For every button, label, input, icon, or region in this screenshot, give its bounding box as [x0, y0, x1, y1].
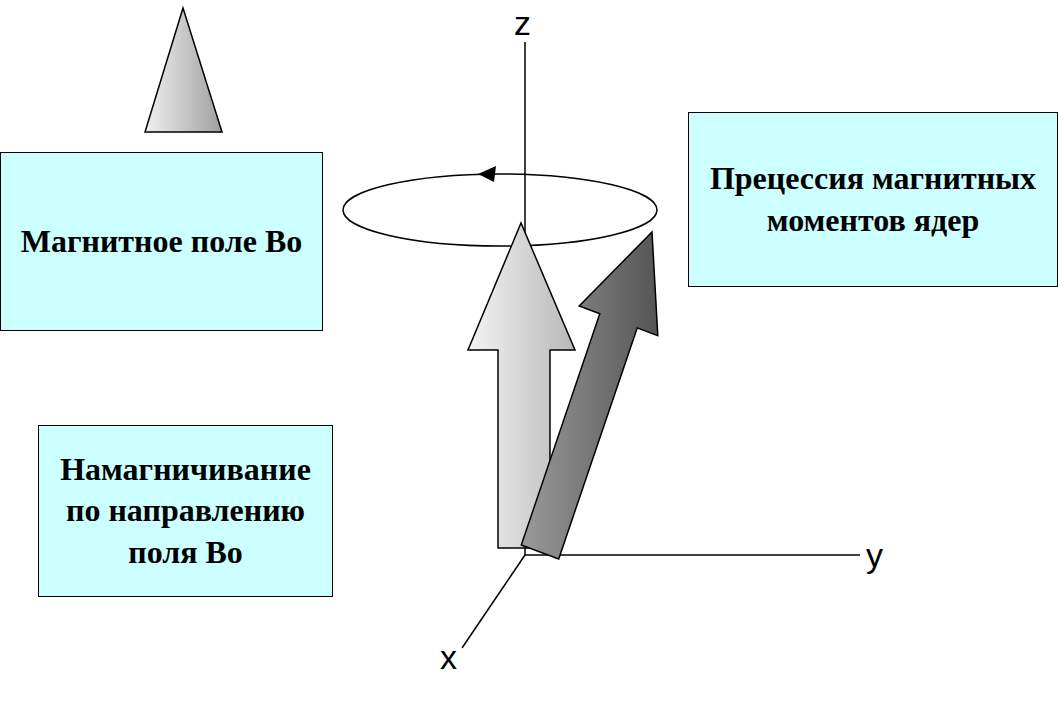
x-axis [462, 555, 525, 648]
caption-box: Магнитное поле Bo [0, 152, 323, 331]
caption-box: Намагничивание по направлению поля Bo [38, 425, 333, 597]
axis-label: z [514, 6, 531, 40]
precession-ellipse [343, 174, 657, 246]
box-text: Прецессия магнитных моментов ядер [689, 158, 1057, 241]
box-text: Намагничивание по направлению поля Bo [39, 449, 332, 574]
box-text: Магнитное поле Bo [11, 221, 312, 263]
axis-label: x [440, 640, 457, 674]
caption-box: Прецессия магнитных моментов ядер [688, 112, 1058, 287]
moment-arrow [521, 232, 658, 559]
field-triangle [145, 8, 222, 132]
precession-arrowhead [478, 166, 496, 182]
axis-label: y [866, 538, 883, 572]
y-axis [525, 554, 860, 556]
